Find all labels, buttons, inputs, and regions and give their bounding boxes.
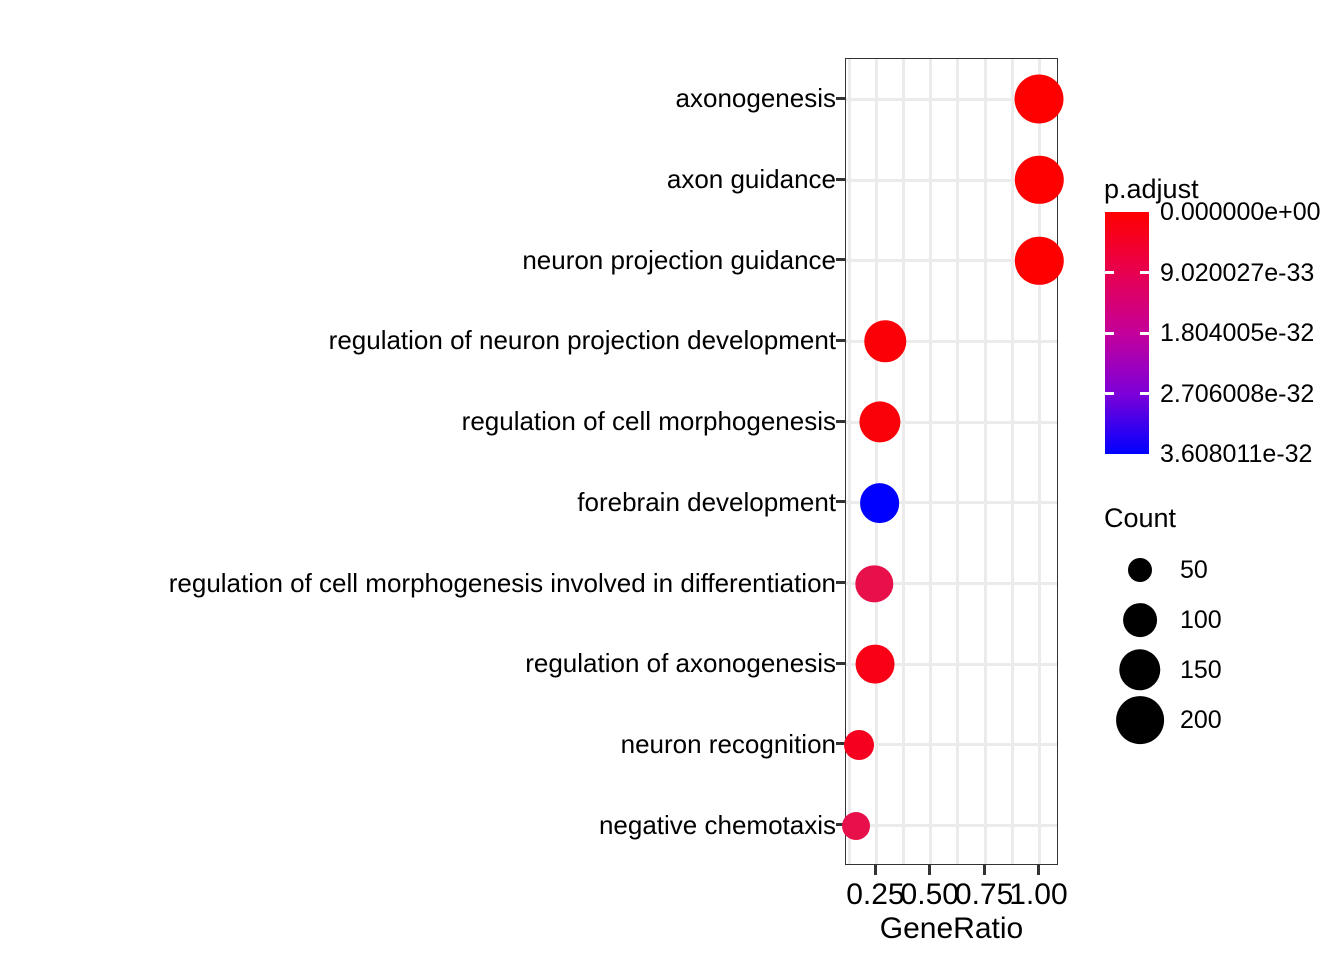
x-axis-tick — [982, 865, 986, 875]
padjust-legend-tick — [1140, 331, 1149, 335]
padjust-legend-label: 2.706008e-32 — [1160, 379, 1315, 408]
x-axis-tick-label: 0.25 — [846, 878, 905, 911]
y-axis-label: regulation of axonogenesis — [525, 648, 836, 679]
grid-line-horizontal — [846, 662, 1057, 666]
padjust-legend-label: 1.804005e-32 — [1160, 319, 1315, 347]
padjust-legend-tick — [1105, 392, 1114, 395]
y-axis-label: axon guidance — [666, 164, 836, 195]
count-legend-title: Count — [1104, 503, 1177, 533]
grid-line-vertical — [1037, 59, 1041, 864]
x-axis-tick-label: 0.75 — [954, 878, 1014, 911]
grid-line-horizontal — [846, 743, 1057, 747]
x-axis-tick — [1036, 865, 1040, 875]
count-legend-label: 100 — [1180, 606, 1222, 634]
y-axis-tick — [836, 661, 845, 665]
y-axis-tick — [836, 96, 845, 100]
padjust-legend-tick — [1105, 331, 1114, 335]
grid-line-vertical — [929, 59, 933, 864]
data-point — [864, 320, 906, 363]
data-point — [855, 564, 893, 603]
count-legend-label: 150 — [1180, 656, 1222, 684]
data-point — [855, 644, 895, 684]
grid-line-horizontal — [846, 97, 1057, 101]
y-axis-label: neuron recognition — [620, 728, 836, 759]
y-axis-label: regulation of neuron projection developm… — [328, 325, 836, 356]
padjust-legend-tick — [1140, 392, 1149, 395]
padjust-legend-label: 0.000000e+00 — [1160, 198, 1321, 226]
y-axis-tick — [836, 742, 845, 746]
y-axis-label: forebrain development — [577, 486, 836, 517]
x-axis-title: GeneRatio — [879, 912, 1024, 945]
x-axis-tick-label: 0.50 — [900, 878, 959, 911]
count-legend-key — [1123, 603, 1157, 637]
grid-line-horizontal — [846, 259, 1057, 263]
y-axis-label: negative chemotaxis — [598, 809, 836, 840]
data-point — [1015, 236, 1064, 285]
y-axis-label: neuron projection guidance — [522, 244, 836, 275]
y-axis-label: axonogenesis — [675, 83, 836, 114]
count-legend-key — [1119, 649, 1161, 691]
padjust-legend-title: p.adjust — [1104, 174, 1199, 204]
y-axis-label: regulation of cell morphogenesis involve… — [168, 567, 836, 598]
count-legend-key — [1116, 696, 1164, 744]
grid-line-vertical — [956, 59, 960, 864]
y-axis-tick — [836, 823, 845, 827]
y-axis-tick — [836, 581, 845, 585]
data-point — [841, 811, 870, 840]
y-axis-labels: axonogenesis axon guidance neuron projec… — [168, 83, 836, 840]
data-point — [844, 729, 874, 760]
grid-line-horizontal — [846, 420, 1057, 424]
padjust-legend-label: 9.020027e-33 — [1160, 258, 1315, 287]
data-point — [1014, 74, 1064, 124]
y-axis-label: regulation of cell morphogenesis — [461, 406, 836, 437]
count-legend-label: 200 — [1180, 706, 1222, 734]
y-axis-tick — [836, 419, 845, 423]
grid-line-horizontal — [846, 582, 1057, 586]
data-point — [859, 482, 900, 523]
data-point — [859, 401, 901, 443]
y-axis-tick — [836, 500, 845, 504]
count-legend-label: 50 — [1180, 556, 1208, 584]
grid-line-vertical — [874, 59, 878, 864]
padjust-legend-label: 3.608011e-32 — [1160, 440, 1313, 468]
count-legend-key — [1128, 558, 1152, 582]
x-axis-tick-label: 1.00 — [1009, 878, 1068, 911]
padjust-legend-tick — [1105, 271, 1114, 274]
y-axis-tick — [836, 258, 845, 262]
x-axis-tick — [928, 865, 932, 875]
grid-line-horizontal — [846, 501, 1057, 505]
grid-line-vertical — [902, 59, 906, 864]
grid-line-vertical — [1010, 59, 1014, 864]
plot-panel — [841, 58, 1064, 865]
y-axis-tick — [836, 338, 845, 342]
grid-line-horizontal — [846, 178, 1057, 182]
grid-line-horizontal — [846, 339, 1057, 343]
grid-line-vertical — [983, 59, 987, 864]
grid-line-horizontal — [846, 824, 1057, 828]
data-point — [1015, 155, 1064, 205]
padjust-legend-tick — [1140, 271, 1149, 274]
grid-line-vertical — [847, 59, 851, 864]
x-axis-tick — [873, 865, 877, 875]
y-axis-tick — [836, 177, 845, 181]
